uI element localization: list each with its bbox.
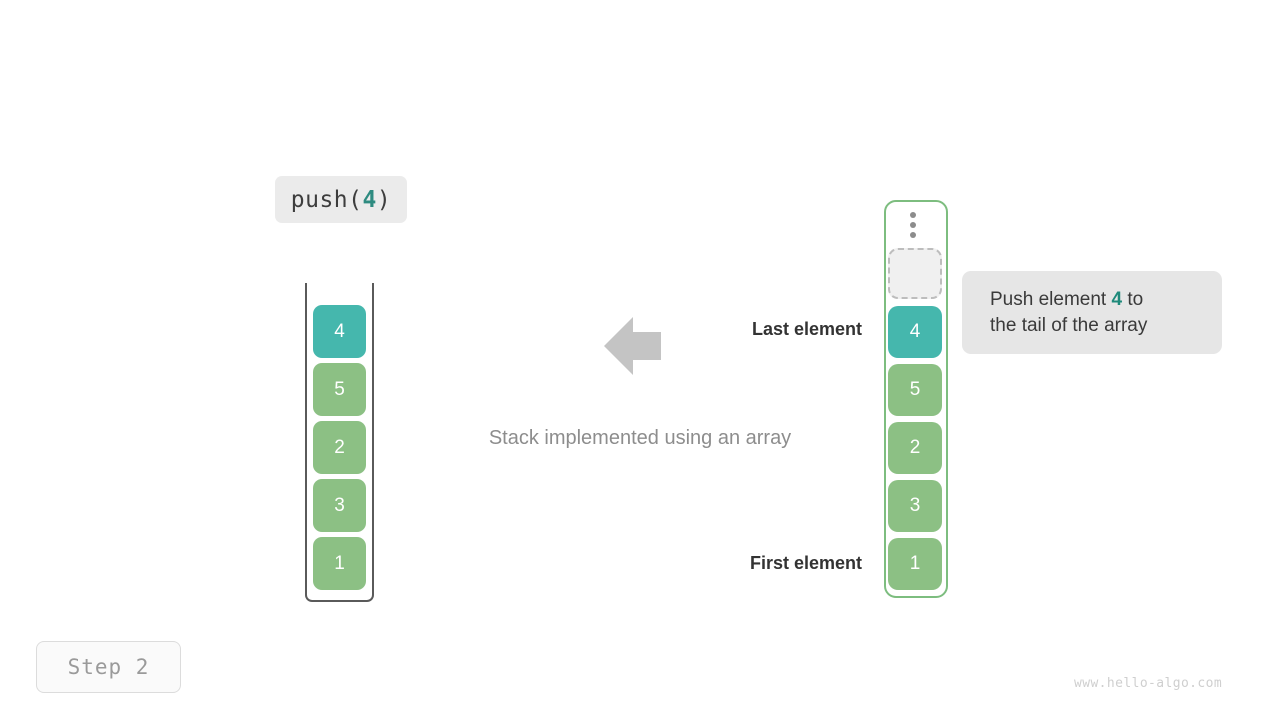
watermark: www.hello-algo.com xyxy=(1074,676,1223,691)
stack-cell: 1 xyxy=(313,537,366,590)
stack-cell: 2 xyxy=(313,421,366,474)
operation-name: push( xyxy=(290,186,363,213)
stack-cell: 4 xyxy=(313,305,366,358)
last-element-label: Last element xyxy=(751,319,862,339)
array-cell: 1 xyxy=(888,538,942,590)
diagram-caption: Stack implemented using an array xyxy=(488,427,792,449)
arrow-left-icon xyxy=(604,317,661,375)
array-cell: 5 xyxy=(888,364,942,416)
operation-label: push(4) xyxy=(275,176,407,223)
vertical-ellipsis-icon xyxy=(909,212,917,238)
description-bubble: Push element 4 to the tail of the array xyxy=(962,271,1222,354)
stack-cell: 5 xyxy=(313,363,366,416)
description-line-1: Push element 4 to xyxy=(990,287,1194,313)
stack-cell: 3 xyxy=(313,479,366,532)
step-badge: Step 2 xyxy=(36,641,181,693)
array-cell: 4 xyxy=(888,306,942,358)
ellipsis-dot xyxy=(910,212,916,218)
description-text-before: Push element xyxy=(990,288,1112,310)
stack-container xyxy=(305,283,374,602)
stack-cell-list: 4 5 2 3 1 xyxy=(313,305,366,590)
array-cell: 2 xyxy=(888,422,942,474)
operation-close-paren: ) xyxy=(376,186,392,213)
array-empty-slot xyxy=(888,248,942,299)
first-element-label: First element xyxy=(749,553,862,573)
ellipsis-dot xyxy=(910,232,916,238)
description-line-2: the tail of the array xyxy=(990,314,1148,336)
ellipsis-dot xyxy=(910,222,916,228)
description-highlight-value: 4 xyxy=(1111,288,1123,310)
description-text-after: to xyxy=(1122,288,1144,310)
array-container xyxy=(884,200,948,598)
array-cell: 3 xyxy=(888,480,942,532)
operation-argument: 4 xyxy=(362,186,377,213)
array-cell-list: 4 5 2 3 1 xyxy=(888,306,942,590)
